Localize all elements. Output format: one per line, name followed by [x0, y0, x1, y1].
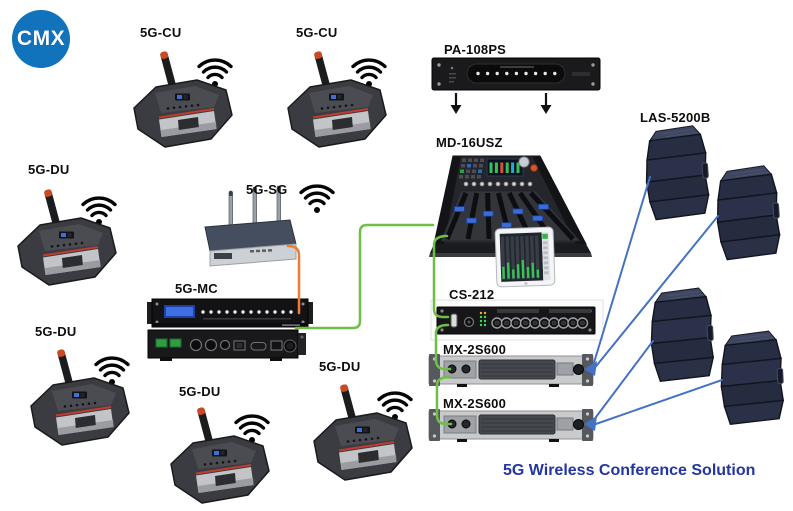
label-cu1: 5G-CU	[140, 25, 182, 40]
label-pa: PA-108PS	[444, 42, 507, 57]
label-sg: 5G-SG	[246, 182, 288, 197]
router-sg-graphic	[204, 184, 335, 267]
tablet-mixer-app	[494, 226, 556, 288]
power-sequencer-pa-graphic	[431, 57, 601, 91]
processor-cs-graphic	[430, 299, 604, 341]
down-arrow-icon	[450, 93, 462, 114]
connection-orange-sg-mc	[286, 244, 301, 315]
connection-green-audio-chain	[294, 223, 453, 426]
mixer-md-graphic	[429, 155, 592, 288]
label-du4: 5G-DU	[319, 359, 361, 374]
label-las: LAS-5200B	[640, 110, 711, 125]
down-arrow-icon	[540, 93, 552, 114]
label-md: MD-16USZ	[436, 135, 503, 150]
label-du2: 5G-DU	[35, 324, 77, 339]
label-mc: 5G-MC	[175, 281, 218, 296]
arrowhead-amp1	[584, 361, 597, 376]
arrowhead-amp2	[584, 416, 597, 431]
label-du1: 5G-DU	[28, 162, 70, 177]
label-cu2: 5G-CU	[296, 25, 338, 40]
label-mx1: MX-2S600	[443, 342, 507, 357]
controller-mc-graphic	[147, 298, 313, 361]
diagram-title: 5G Wireless Conference Solution	[503, 462, 756, 479]
label-mx2: MX-2S600	[443, 396, 507, 411]
cmx-logo: CMX	[12, 10, 70, 68]
label-du3: 5G-DU	[179, 384, 221, 399]
label-cs: CS-212	[449, 287, 495, 302]
connection-blue-speaker-lines	[592, 176, 723, 426]
